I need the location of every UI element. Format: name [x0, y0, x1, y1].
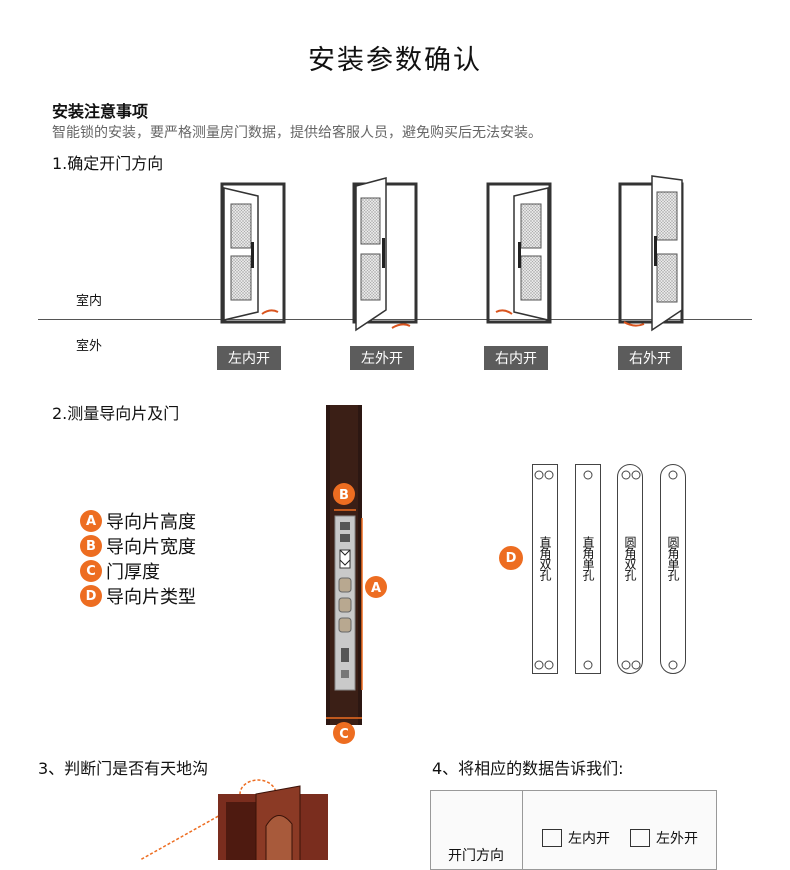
- strip-text-square-single: 直角单孔: [581, 536, 595, 580]
- section2-heading: 2.测量导向片及门: [52, 404, 180, 423]
- badge-c: C: [80, 560, 102, 582]
- marker-a-circle: [365, 576, 387, 598]
- notice-heading: 安装注意事项: [52, 102, 149, 121]
- marker-b-circle: [333, 483, 355, 505]
- door-label-right-outward: 右外开: [618, 346, 682, 370]
- strip-text-round-single: 圆角单孔: [666, 536, 680, 580]
- section1-heading: 1.确定开门方向: [52, 154, 164, 173]
- door-left-outward: [352, 177, 418, 332]
- strip-round-double: [617, 464, 643, 674]
- page-title: 安装参数确认: [308, 45, 482, 76]
- badge-a: A: [80, 510, 102, 532]
- strip-square-single: [575, 464, 601, 674]
- marker-a: A: [371, 581, 381, 596]
- door-label-left-inward: 左内开: [217, 346, 281, 370]
- wall-line: [38, 319, 752, 320]
- data-table: [430, 790, 717, 870]
- legend-item-c: C 门厚度: [80, 558, 160, 584]
- option-left-outward[interactable]: 左外开: [630, 828, 698, 848]
- door-left-inward: [220, 182, 286, 324]
- option-label-left-inward: 左内开: [568, 831, 610, 847]
- door-right-outward: [618, 175, 684, 332]
- badge-b: B: [80, 535, 102, 557]
- door-right-inward: [486, 182, 552, 324]
- notice-text: 智能锁的安装，要严格测量房门数据，提供给客服人员，避免购买后无法安装。: [52, 125, 542, 141]
- section3-heading: 3、判断门是否有天地沟: [38, 759, 209, 778]
- checkbox-left-outward[interactable]: [630, 829, 650, 847]
- strip-text-round-double: 圆角双孔: [623, 536, 637, 580]
- strip-round-single: [660, 464, 686, 674]
- legend-item-b: B 导向片宽度: [80, 533, 196, 559]
- indoor-label: 室内: [76, 294, 103, 309]
- strip-text-square-double: 直角双孔: [538, 536, 552, 580]
- marker-c-circle: [333, 722, 355, 744]
- badge-d: D: [80, 585, 102, 607]
- option-label-left-outward: 左外开: [656, 831, 698, 847]
- door-label-right-inward: 右内开: [484, 346, 548, 370]
- door-label-left-outward: 左外开: [350, 346, 414, 370]
- door-frame-photo: [139, 779, 328, 860]
- checkbox-left-inward[interactable]: [542, 829, 562, 847]
- legend-text-b: 导向片宽度: [106, 537, 196, 558]
- legend-text-d: 导向片类型: [106, 587, 196, 608]
- outdoor-label: 室外: [76, 339, 103, 354]
- marker-d: D: [499, 546, 523, 570]
- option-left-inward[interactable]: 左内开: [542, 828, 610, 848]
- table-row-label: 开门方向: [448, 848, 504, 864]
- strip-square-double: [532, 464, 558, 674]
- marker-b: B: [339, 488, 349, 503]
- strip-holes: [534, 470, 678, 670]
- marker-c: C: [339, 727, 349, 742]
- section4-heading: 4、将相应的数据告诉我们:: [432, 759, 624, 778]
- door-diagrams: [220, 175, 684, 332]
- table-divider: [522, 790, 523, 870]
- door-edge-diagram: B A C: [326, 405, 387, 744]
- legend-item-a: A 导向片高度: [80, 508, 196, 534]
- legend-text-a: 导向片高度: [106, 512, 196, 533]
- legend-text-c: 门厚度: [106, 562, 160, 583]
- legend-item-d: D 导向片类型: [80, 583, 196, 609]
